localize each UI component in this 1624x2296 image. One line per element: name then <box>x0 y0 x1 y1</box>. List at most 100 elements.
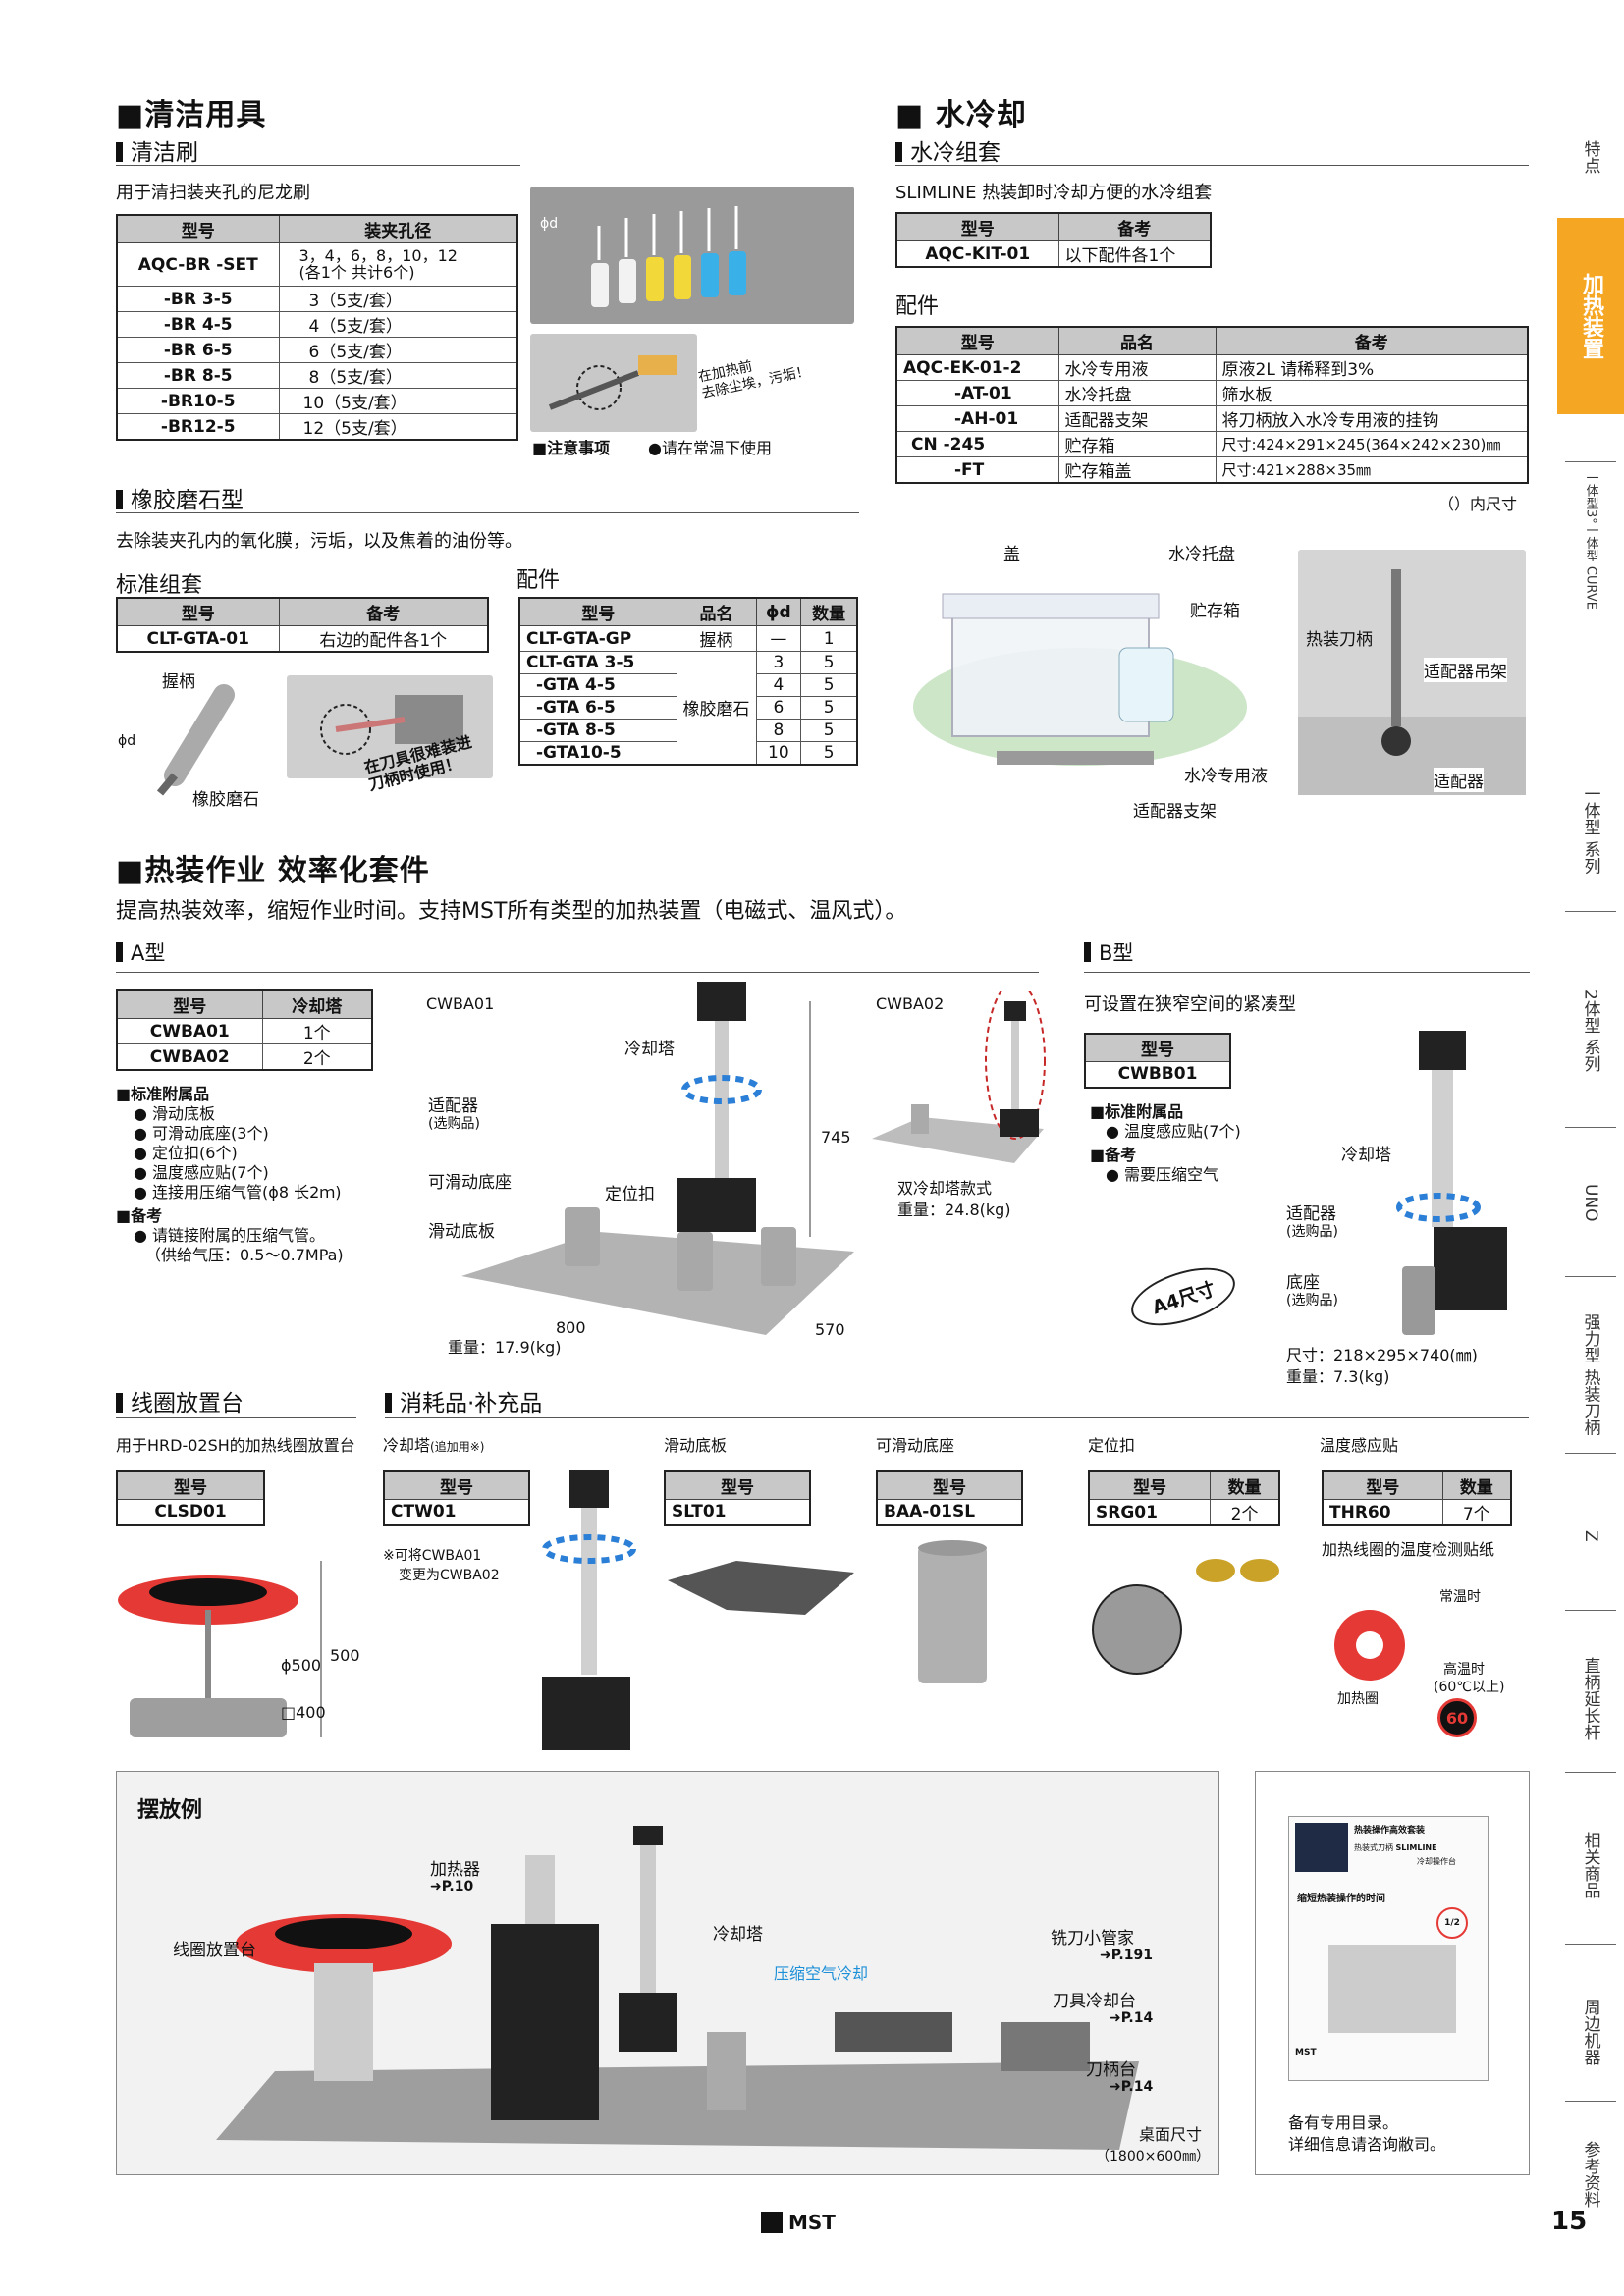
sidebar-item-peripheral[interactable]: 周边机器 <box>1580 1999 1600 2065</box>
layout-cool-ref-link[interactable]: ➜P.14 <box>1110 2010 1154 2026</box>
sidebar-item-uno[interactable]: UNO <box>1581 1183 1600 1222</box>
kit-b-table: 型号 CWBB01 <box>1084 1033 1231 1089</box>
label-lid: 盖 <box>1003 545 1020 564</box>
cwba01-illustration <box>461 982 854 1335</box>
kit-title: ■热装作业 效率化套件 <box>116 854 430 888</box>
sidebar-item-extension[interactable]: 直柄延长杆 <box>1580 1656 1600 1740</box>
a4-badge: A4尺寸 <box>1123 1256 1243 1337</box>
sidebar-item-one-piece[interactable]: 一体型 系列 <box>1580 784 1600 875</box>
cwbb01-weight: 重量：7.3(kg) <box>1286 1367 1390 1386</box>
rubber-use-photo <box>287 675 493 778</box>
ctw01-illustration <box>542 1470 636 1750</box>
rubber-title: 橡胶磨石型 <box>116 481 244 514</box>
label-stand: 适配器支架 <box>1133 802 1217 822</box>
cwba01-label-base: 可滑动底座 <box>428 1173 512 1193</box>
sidebar-item-related[interactable]: 相关商品 <box>1580 1832 1600 1898</box>
kit-b-title: B型 <box>1084 937 1133 967</box>
consumable-base-name: 可滑动底座 <box>876 1436 955 1455</box>
coil-stand-illustration <box>118 1561 322 1737</box>
rubber-acc-title: 配件 <box>516 568 561 593</box>
water-inner-note: （）内尺寸 <box>1438 495 1518 513</box>
consumable-clip-name: 定位扣 <box>1088 1436 1136 1455</box>
slt01-illustration <box>668 1561 854 1615</box>
sidebar-item-power[interactable]: 强力型 热装刀柄 <box>1580 1312 1600 1436</box>
brush-use-photo <box>530 334 697 432</box>
cwba02-weight: 重量：24.8(kg) <box>897 1201 1011 1219</box>
water-cooling-illustration <box>913 593 1247 766</box>
water-kit-desc: SLIMLINE 热装卸时冷却方便的水冷组套 <box>895 183 1213 203</box>
kit-desc: 提高热装效率，缩短作业时间。支持MST所有类型的加热装置（电磁式、温风式）。 <box>116 899 907 924</box>
sidebar-item-z[interactable]: Z <box>1581 1530 1600 1542</box>
rubber-desc: 去除装夹孔内的氧化膜，污垢，以及焦着的油份等。 <box>116 531 522 552</box>
rubber-grip-illustration <box>156 684 235 796</box>
sidebar-item-features[interactable]: 特点 <box>1580 140 1600 174</box>
footer-logo: MST <box>761 2211 836 2234</box>
layout-holder-ref-link[interactable]: ➜P.14 <box>1110 2079 1154 2095</box>
label-holder: 热装刀柄 <box>1306 630 1373 650</box>
layout-illustration <box>216 1826 1139 2150</box>
label-phi: ϕd <box>118 733 136 749</box>
consumable-plate-name: 滑动底板 <box>664 1436 728 1455</box>
brush-desc: 用于清扫装夹孔的尼龙刷 <box>116 183 310 203</box>
cwbb01-label-tower: 冷却塔 <box>1341 1146 1391 1165</box>
water-kit-title: 水冷组套 <box>895 133 1001 167</box>
cwba02-illustration <box>872 991 1046 1163</box>
consumable-plate-table: 型号 SLT01 <box>664 1470 811 1526</box>
layout-label-cool-stand: 刀具冷却台 <box>1053 1992 1136 2011</box>
kit-a-std-label: ■标准附属品 <box>116 1085 210 1103</box>
sidebar-item-curve[interactable]: 一体型3°一体型 CURVE <box>1583 470 1598 610</box>
cwbb01-size: 尺寸：218×295×740(㎜) <box>1286 1346 1478 1364</box>
coil-table: 型号 CLSD01 <box>116 1470 265 1526</box>
cwba02-title: CWBA02 <box>876 994 945 1013</box>
consumable-tower-name: 冷却塔(追加用※) <box>383 1436 485 1455</box>
brush-photo: ϕd <box>530 187 854 324</box>
layout-desk-label: 桌面尺寸 <box>1139 2125 1203 2144</box>
layout-heater-ref-link[interactable]: ➜P.10 <box>430 1879 474 1895</box>
catalog-line1: 备有专用目录。 <box>1288 2113 1399 2132</box>
brush-caution-label: ■注意事项 <box>532 439 611 457</box>
label-tray: 水冷托盘 <box>1168 545 1235 564</box>
layout-title: 摆放例 <box>137 1798 203 1823</box>
cleaning-title: ■清洁用具 <box>116 98 267 133</box>
consumable-sticker-name: 温度感应贴 <box>1320 1436 1399 1455</box>
cwba01-label-adapter: 适配器 <box>428 1096 478 1116</box>
kit-a-note-label: ■备考 <box>116 1206 163 1225</box>
brush-caution-text: ●请在常温下使用 <box>648 439 772 457</box>
sidebar-item-heater[interactable]: 加热装置 <box>1557 218 1624 414</box>
consumables-title: 消耗品·补充品 <box>385 1384 542 1417</box>
water-title: ■ 水冷却 <box>895 98 1027 133</box>
label-stone: 橡胶磨石 <box>192 790 259 810</box>
srg01-illustration <box>1092 1559 1279 1675</box>
cwba01-title: CWBA01 <box>426 994 495 1013</box>
sidebar-item-reference[interactable]: 参考资料 <box>1580 2141 1600 2208</box>
label-hanger: 适配器吊架 <box>1424 658 1507 682</box>
layout-housekeeper-ref-link[interactable]: ➜P.191 <box>1100 1948 1153 1963</box>
layout-label-heater: 加热器 <box>430 1860 480 1880</box>
cwba01-label-tower: 冷却塔 <box>624 1040 675 1059</box>
hot-sticker-badge: 60 <box>1437 1698 1477 1737</box>
cwba01-weight: 重量：17.9(kg) <box>448 1338 562 1357</box>
sidebar-item-two-piece[interactable]: 2体型 系列 <box>1580 988 1600 1073</box>
consumable-base-table: 型号 BAA-01SL <box>876 1470 1023 1526</box>
layout-label-coil-stand: 线圈放置台 <box>173 1941 256 1960</box>
label-fluid: 水冷专用液 <box>1184 767 1268 786</box>
catalog-line2: 详细信息请咨询敝司。 <box>1288 2135 1446 2154</box>
rubber-std-title: 标准组套 <box>116 573 203 598</box>
layout-label-holder-stand: 刀柄台 <box>1086 2060 1136 2080</box>
kit-b-desc: 可设置在狭窄空间的紧凑型 <box>1084 994 1296 1015</box>
brush-title: 清洁刷 <box>116 133 198 167</box>
cwba01-label-clip: 定位扣 <box>605 1185 655 1204</box>
catalog-cover[interactable]: 热装操作高效套装 热装式刀柄 SLIMLINE 冷却操作台 缩短热装操作的时间 … <box>1288 1816 1489 2081</box>
cwba02-label: 双冷却塔款式 <box>897 1179 993 1198</box>
cwbb01-label-base: 底座 <box>1286 1273 1320 1293</box>
consumable-tower-table: 型号 CTW01 <box>383 1470 530 1526</box>
cwba01-label-plate: 滑动底板 <box>428 1222 495 1242</box>
